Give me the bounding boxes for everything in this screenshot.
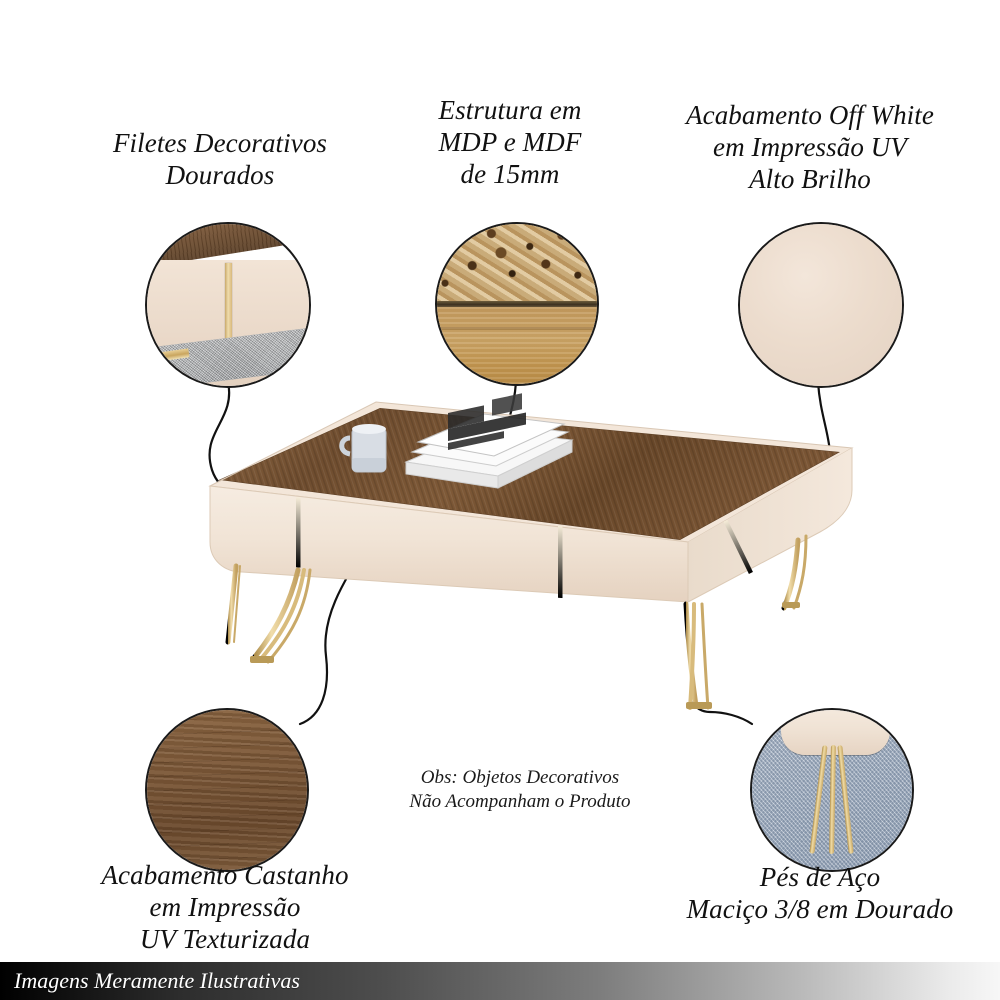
table-body [209, 448, 853, 603]
leg-front-right [683, 601, 712, 710]
leg-back-right [781, 534, 808, 611]
decor-book-stack [404, 393, 574, 489]
footer-disclaimer-bar: Imagens Meramente Ilustrativas [0, 962, 1000, 1000]
coffee-table-illustration [208, 393, 854, 710]
decor-mug [339, 424, 387, 473]
gold-fillet-icon [225, 262, 232, 367]
bubble-mdp-mdf-cross-section [435, 222, 599, 386]
decor-disclaimer-note: Obs: Objetos Decorativos Não Acompanham … [409, 767, 631, 813]
leg-front-left [250, 567, 312, 664]
bubble-walnut-swatch [145, 708, 309, 872]
footer-disclaimer-text: Imagens Meramente Ilustrativas [14, 968, 300, 993]
table-legs [225, 534, 808, 710]
mdp-particle-layer [437, 224, 597, 304]
mdp-mdf-seam [437, 300, 597, 309]
bubble-gold-steel-legs-detail [750, 708, 914, 872]
leg-back-left [225, 563, 241, 645]
bubble-gold-fillet-detail [145, 222, 311, 388]
mdf-fibre-layer [437, 307, 597, 384]
bubble-off-white-swatch [738, 222, 904, 388]
gold-fillets [296, 497, 753, 599]
